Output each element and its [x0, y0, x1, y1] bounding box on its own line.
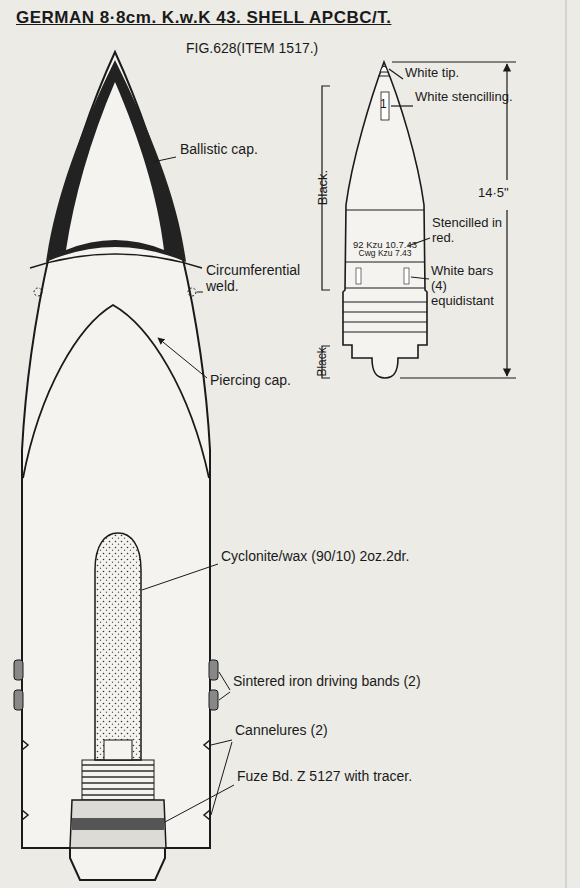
- part-label: Piercing cap.: [210, 372, 291, 388]
- colour-note: White bars (4) equidistant: [431, 264, 511, 309]
- colour-note: White tip.: [405, 66, 459, 81]
- part-label: Cannelures (2): [235, 722, 328, 738]
- part-label: Circumferential weld.: [206, 262, 326, 294]
- stencil-mark: 1: [380, 98, 387, 112]
- colour-note: White stencilling.: [415, 90, 525, 105]
- part-label: Fuze Bd. Z 5127 with tracer.: [237, 768, 477, 784]
- part-label: Ballistic cap.: [180, 141, 258, 157]
- diagram-title: GERMAN 8·8cm. K.w.K 43. SHELL APCBC/T.: [16, 8, 391, 28]
- part-label: Cyclonite/wax (90/10) 2oz.2dr.: [221, 548, 451, 564]
- colour-bracket-label: Black: [316, 337, 330, 387]
- dimension: 14·5": [478, 186, 509, 201]
- colour-note: Stencilled in red.: [432, 216, 512, 246]
- part-label: Sintered iron driving bands (2): [233, 673, 473, 689]
- colour-bracket-label: Black.: [316, 157, 331, 217]
- figure-number: FIG.628(ITEM 1517.): [186, 40, 318, 56]
- stencil-mark: Cwg Kzu 7.43: [359, 249, 412, 259]
